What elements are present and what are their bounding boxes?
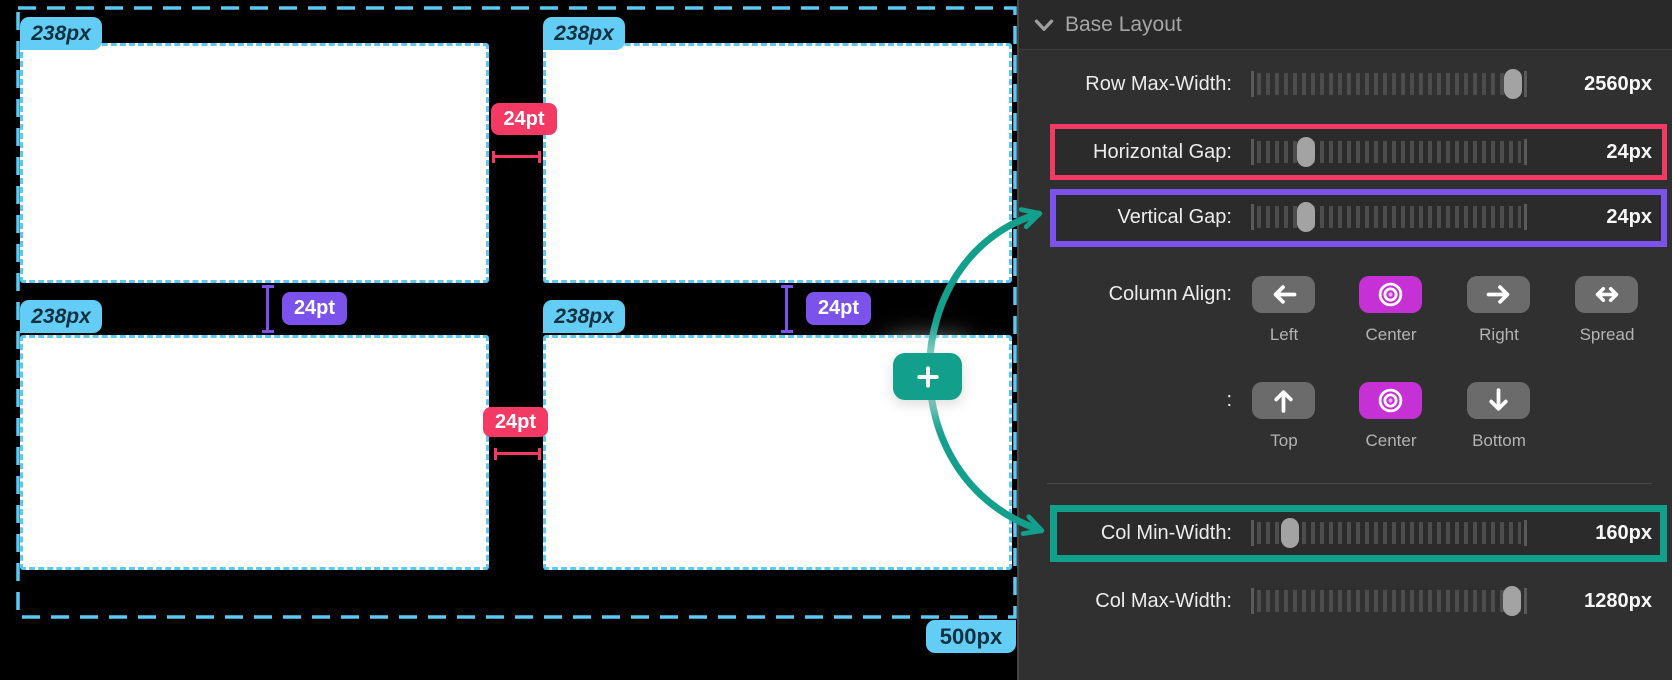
slider-label: Row Max-Width: xyxy=(1085,72,1232,95)
row-gap-measure-line xyxy=(262,285,274,333)
grid-cell-top-left[interactable] xyxy=(20,43,489,283)
align-option-caption: Center xyxy=(1365,325,1417,344)
inspector-panel: Base Layout Row Max-Width: 2560px Horizo… xyxy=(1017,0,1672,680)
column-gap-badge: 24pt xyxy=(491,103,557,135)
slider-label: Col Min-Width: xyxy=(1100,521,1232,544)
align-option-caption: Center xyxy=(1365,431,1417,450)
slider-track-start xyxy=(1251,520,1254,546)
vertical-align-top-button[interactable] xyxy=(1252,382,1315,419)
horizontal-gap-row: Horizontal Gap: 24px xyxy=(1019,124,1672,180)
align-option-caption: Top xyxy=(1270,431,1298,450)
slider-track-end xyxy=(1524,588,1527,614)
column-gap-measure-line xyxy=(492,151,541,163)
arrow-down-icon xyxy=(1489,388,1508,411)
col-min-width-row: Col Min-Width: 160px xyxy=(1019,505,1672,561)
chevron-down-icon xyxy=(1034,19,1054,31)
vertical-align-center-button[interactable] xyxy=(1359,382,1422,419)
row-gap-badge: 24pt xyxy=(806,292,871,325)
slider-thumb[interactable] xyxy=(1280,518,1299,548)
align-option-caption: Left xyxy=(1269,325,1299,344)
container-height-badge: 500px xyxy=(926,620,1016,653)
slider-track-start xyxy=(1251,71,1254,97)
slider-thumb[interactable] xyxy=(1502,586,1521,616)
slider-track-start xyxy=(1251,204,1254,230)
column-gap-measure-line xyxy=(494,448,541,460)
plus-icon xyxy=(916,365,939,388)
vertical-gap-row: Vertical Gap: 24px xyxy=(1019,189,1672,245)
vertical-align-bottom-button[interactable] xyxy=(1467,382,1530,419)
section-divider xyxy=(1047,483,1652,484)
slider-thumb[interactable] xyxy=(1297,137,1316,167)
slider-label: Col Max-Width: xyxy=(1095,589,1232,612)
slider-track-end xyxy=(1524,520,1527,546)
slider-track-end xyxy=(1524,204,1527,230)
column-gap-badge: 24pt xyxy=(483,407,548,437)
column-align-label: Column Align: xyxy=(1108,283,1232,305)
vertical-align-label: : xyxy=(1226,389,1232,411)
slider-value: 24px xyxy=(1606,140,1652,163)
slider-thumb[interactable] xyxy=(1297,202,1316,232)
align-option-caption: Bottom xyxy=(1472,431,1526,450)
arrows-horizontal-icon xyxy=(1595,286,1618,303)
col-max-width-row: Col Max-Width: 1280px xyxy=(1019,573,1672,629)
slider-track-end xyxy=(1524,71,1527,97)
grid-cell-bottom-left[interactable] xyxy=(20,335,489,570)
row-max-width-slider[interactable] xyxy=(1251,69,1527,99)
column-align-spread-button[interactable] xyxy=(1575,276,1638,313)
column-align-center-button[interactable] xyxy=(1359,276,1422,313)
vertical-gap-slider[interactable] xyxy=(1251,202,1527,232)
align-option-caption: Right xyxy=(1479,325,1519,344)
align-option-caption: Spread xyxy=(1579,325,1635,344)
arrow-right-icon xyxy=(1486,285,1509,304)
target-icon xyxy=(1378,388,1403,413)
column-width-badge: 238px xyxy=(20,17,102,50)
column-width-badge: 238px xyxy=(543,17,625,50)
column-width-badge: 238px xyxy=(20,300,102,333)
column-align-left-button[interactable] xyxy=(1252,276,1315,313)
base-layout-section-header[interactable]: Base Layout xyxy=(1019,0,1672,50)
col-min-width-slider[interactable] xyxy=(1251,518,1527,548)
section-title: Base Layout xyxy=(1065,13,1182,36)
row-gap-measure-line xyxy=(781,285,793,333)
slider-track-start xyxy=(1251,588,1254,614)
horizontal-gap-slider[interactable] xyxy=(1251,137,1527,167)
layout-canvas[interactable]: 238px 238px 238px 238px 24pt 24pt 24pt 2… xyxy=(0,0,1017,680)
column-align-right-button[interactable] xyxy=(1467,276,1530,313)
column-width-badge: 238px xyxy=(543,300,625,333)
arrow-left-icon xyxy=(1273,285,1296,304)
add-column-button[interactable] xyxy=(893,353,962,400)
grid-cell-top-right[interactable] xyxy=(543,43,1012,283)
slider-label: Horizontal Gap: xyxy=(1093,140,1232,163)
slider-value: 2560px xyxy=(1584,72,1652,95)
slider-value: 1280px xyxy=(1584,589,1652,612)
arrow-up-icon xyxy=(1274,390,1293,413)
row-max-width-row: Row Max-Width: 2560px xyxy=(1019,56,1672,112)
slider-value: 24px xyxy=(1606,205,1652,228)
row-gap-badge: 24pt xyxy=(282,292,347,325)
col-max-width-slider[interactable] xyxy=(1251,586,1527,616)
slider-value: 160px xyxy=(1595,521,1652,544)
target-icon xyxy=(1378,282,1403,307)
slider-track-start xyxy=(1251,139,1254,165)
slider-thumb[interactable] xyxy=(1504,69,1523,99)
slider-label: Vertical Gap: xyxy=(1117,205,1232,228)
slider-track-end xyxy=(1524,139,1527,165)
